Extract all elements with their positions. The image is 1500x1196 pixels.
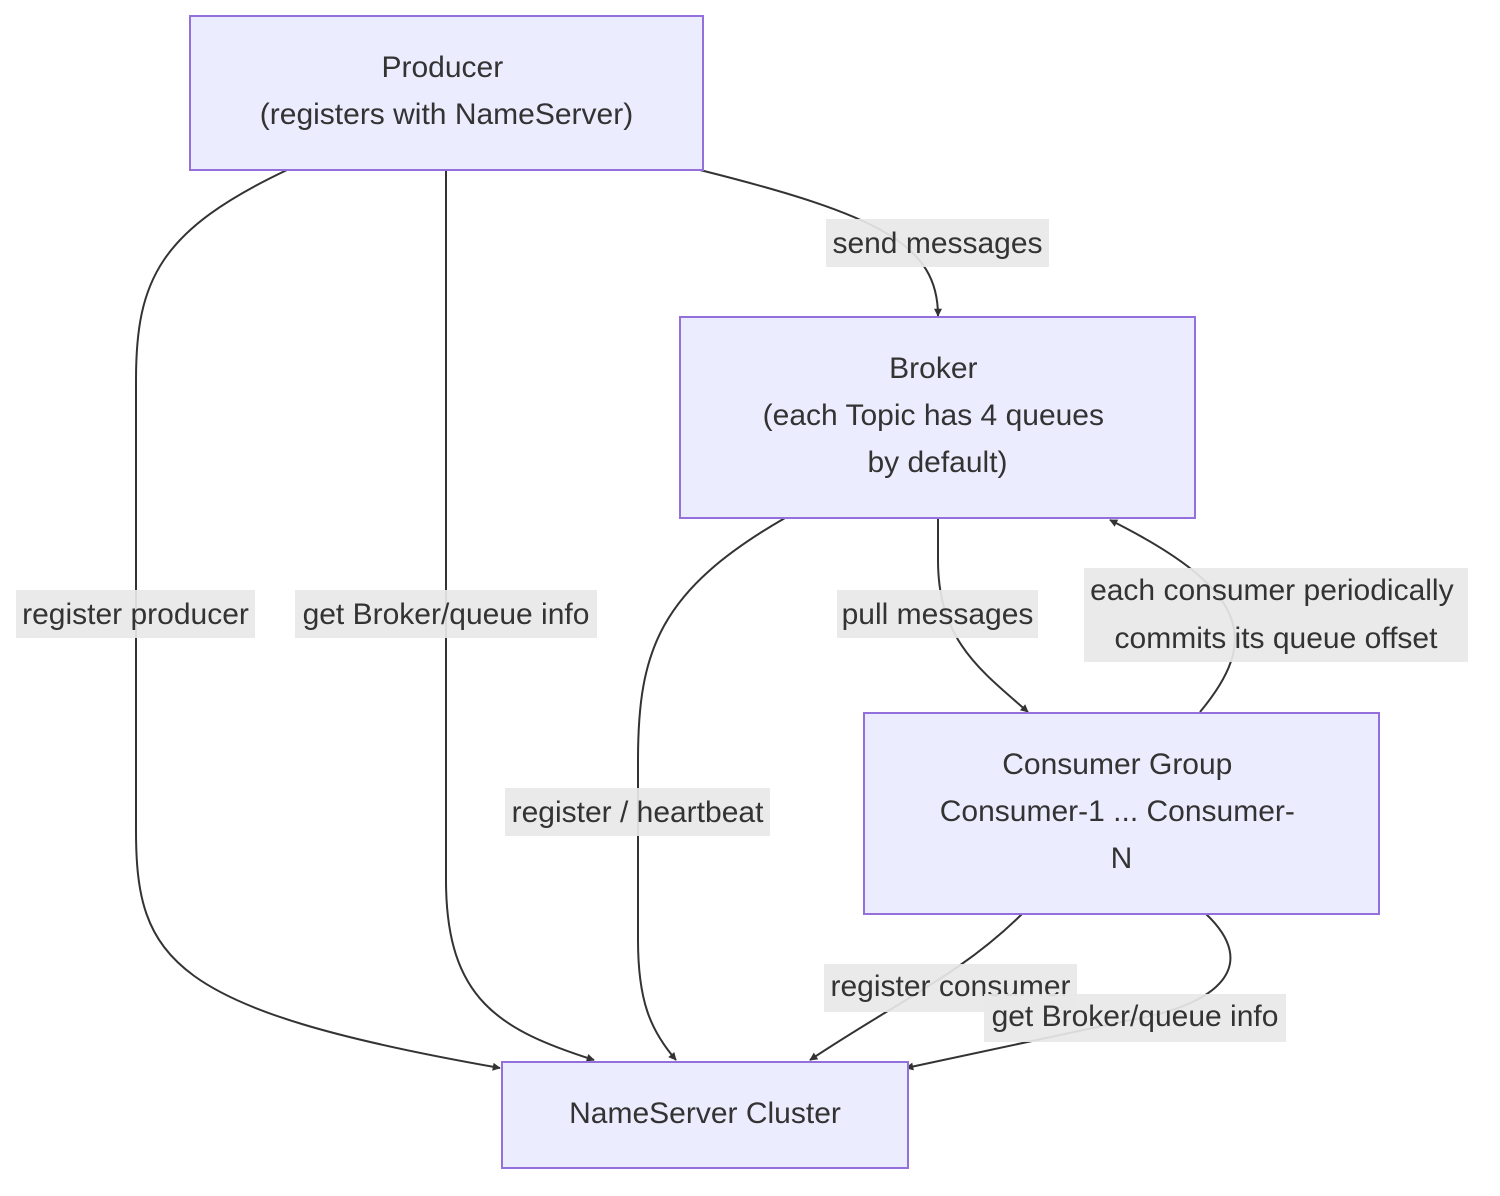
node-nameserver-cluster-label: NameServer Cluster — [569, 1097, 841, 1130]
svg-text:register producer: register producer — [22, 598, 249, 631]
svg-text:each consumer periodically: each consumer periodically commits its q… — [1090, 574, 1462, 655]
node-nameserver-cluster[interactable]: NameServer Cluster — [501, 1061, 909, 1169]
svg-text:send messages: send messages — [832, 227, 1042, 260]
svg-text:pull messages: pull messages — [842, 598, 1034, 631]
edge-label-consumer-get-info: get Broker/queue info — [984, 994, 1286, 1042]
node-producer-label: Producer (registers with NameServer) — [260, 51, 633, 131]
edge-label-broker-register: register / heartbeat — [505, 788, 770, 836]
edge-label-pull-messages: pull messages — [837, 590, 1038, 638]
node-consumer-group-label: Consumer Group Consumer-1 ... Consumer- … — [940, 748, 1303, 875]
node-broker-label: Broker (each Topic has 4 queues by defau… — [763, 352, 1113, 479]
edge-register-producer — [135, 169, 501, 1071]
edge-pull-messages — [937, 518, 1029, 713]
edge-broker-register — [637, 517, 786, 1061]
svg-text:get Broker/queue info: get Broker/queue info — [992, 1000, 1279, 1033]
edge-producer-get-info — [445, 170, 595, 1062]
edge-label-send-messages: send messages — [826, 219, 1049, 267]
node-producer[interactable]: Producer (registers with NameServer) — [189, 15, 704, 171]
edge-label-register-consumer: register consumer — [824, 964, 1077, 1012]
svg-text:get Broker/queue info: get Broker/queue info — [303, 598, 590, 631]
svg-text:register / heartbeat: register / heartbeat — [512, 796, 764, 829]
edge-label-commit-offset: each consumer periodically commits its q… — [1084, 568, 1468, 662]
node-consumer-group[interactable]: Consumer Group Consumer-1 ... Consumer- … — [863, 712, 1380, 915]
edge-label-producer-get-info: get Broker/queue info — [295, 590, 597, 638]
node-broker[interactable]: Broker (each Topic has 4 queues by defau… — [679, 316, 1196, 519]
edge-label-register-producer: register producer — [16, 590, 255, 638]
